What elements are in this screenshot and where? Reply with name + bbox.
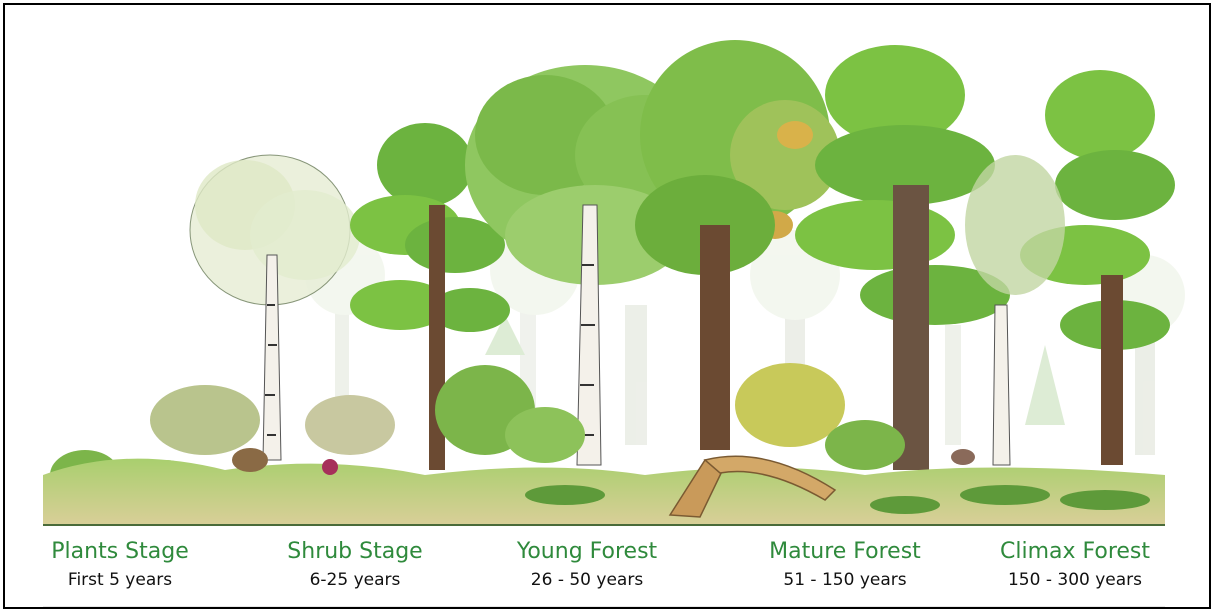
stage-years: First 5 years [10,569,230,591]
stage-years: 51 - 150 years [735,569,955,591]
stage-title: Climax Forest [965,539,1185,565]
stage-climax-forest: Climax Forest 150 - 300 years [965,539,1185,591]
succession-diagram: Plants Stage First 5 years Shrub Stage 6… [3,3,1211,609]
stage-plants: Plants Stage First 5 years [10,539,230,591]
stage-title: Plants Stage [10,539,230,565]
stage-years: 6-25 years [245,569,465,591]
deer-mouse-icon [951,449,975,465]
stage-mature-forest: Mature Forest 51 - 150 years [735,539,955,591]
stage-title: Shrub Stage [245,539,465,565]
flower-icon [322,459,338,475]
forest-illustration [5,5,1209,607]
stage-young-forest: Young Forest 26 - 50 years [477,539,697,591]
stage-shrub: Shrub Stage 6-25 years [245,539,465,591]
stage-years: 26 - 50 years [477,569,697,591]
stage-title: Mature Forest [735,539,955,565]
beaver-icon [232,448,268,472]
stage-years: 150 - 300 years [965,569,1185,591]
stage-title: Young Forest [477,539,697,565]
climax-forest-canopy [795,45,1175,470]
